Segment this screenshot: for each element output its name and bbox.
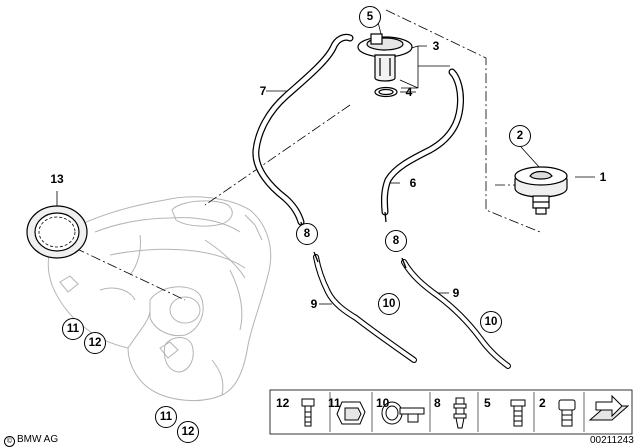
callout-7: 7 <box>259 84 267 98</box>
tank-module-parts <box>357 33 413 98</box>
bolt-icon <box>301 398 315 427</box>
callout-11-upper: 11 <box>62 318 84 340</box>
brand-label: BMW AG <box>17 434 59 445</box>
tank-sealing-ring <box>26 205 88 259</box>
callout-6: 6 <box>409 176 417 190</box>
arrow-plate-icon <box>588 394 630 421</box>
callout-8-right: 8 <box>385 230 407 252</box>
callout-5: 5 <box>359 6 381 28</box>
strip-number-5: 5 <box>484 396 491 410</box>
copyright-icon: © <box>4 436 15 447</box>
screw-icon <box>510 399 526 427</box>
strip-number-11: 11 <box>328 396 341 410</box>
diagram-id: 00211243 <box>590 435 634 446</box>
callout-10-left: 10 <box>378 293 400 315</box>
strip-number-8: 8 <box>434 396 441 410</box>
callout-13: 13 <box>50 172 64 186</box>
hose-clamp-icon <box>381 401 425 425</box>
callout-3: 3 <box>432 39 440 53</box>
callout-12-upper: 12 <box>84 332 106 354</box>
copyright-brand: ©BMW AG <box>4 435 58 447</box>
callout-9-left: 9 <box>310 297 318 311</box>
strip-number-12: 12 <box>276 396 290 410</box>
strip-number-10: 10 <box>376 396 390 410</box>
callout-10-right: 10 <box>480 311 502 333</box>
callout-1: 1 <box>599 170 607 184</box>
parts-strip <box>269 389 633 435</box>
callout-8-left: 8 <box>296 223 318 245</box>
strip-number-2: 2 <box>539 396 546 410</box>
assembly-dashed-lines <box>74 9 541 301</box>
connector-icon <box>453 397 467 429</box>
filler-cap <box>514 166 568 215</box>
callout-4: 4 <box>405 85 413 99</box>
callout-12-lower: 12 <box>177 421 199 443</box>
callout-2: 2 <box>509 125 531 147</box>
clip-icon <box>336 401 366 425</box>
cap-screw-icon <box>558 399 576 427</box>
hoses <box>252 33 511 369</box>
callout-9-right: 9 <box>452 286 460 300</box>
callout-11-lower: 11 <box>155 406 177 428</box>
